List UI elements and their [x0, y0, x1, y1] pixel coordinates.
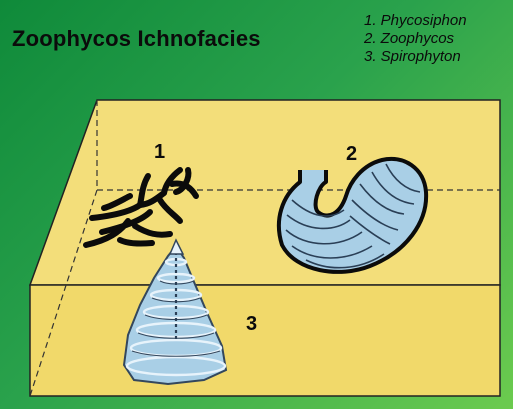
marker-3: 3: [246, 313, 257, 335]
marker-1: 1: [154, 141, 165, 163]
marker-2: 2: [346, 143, 357, 165]
sediment-block: [30, 100, 500, 396]
sediment-block-top-face: [30, 100, 500, 285]
sediment-block-front-face: [30, 285, 500, 396]
